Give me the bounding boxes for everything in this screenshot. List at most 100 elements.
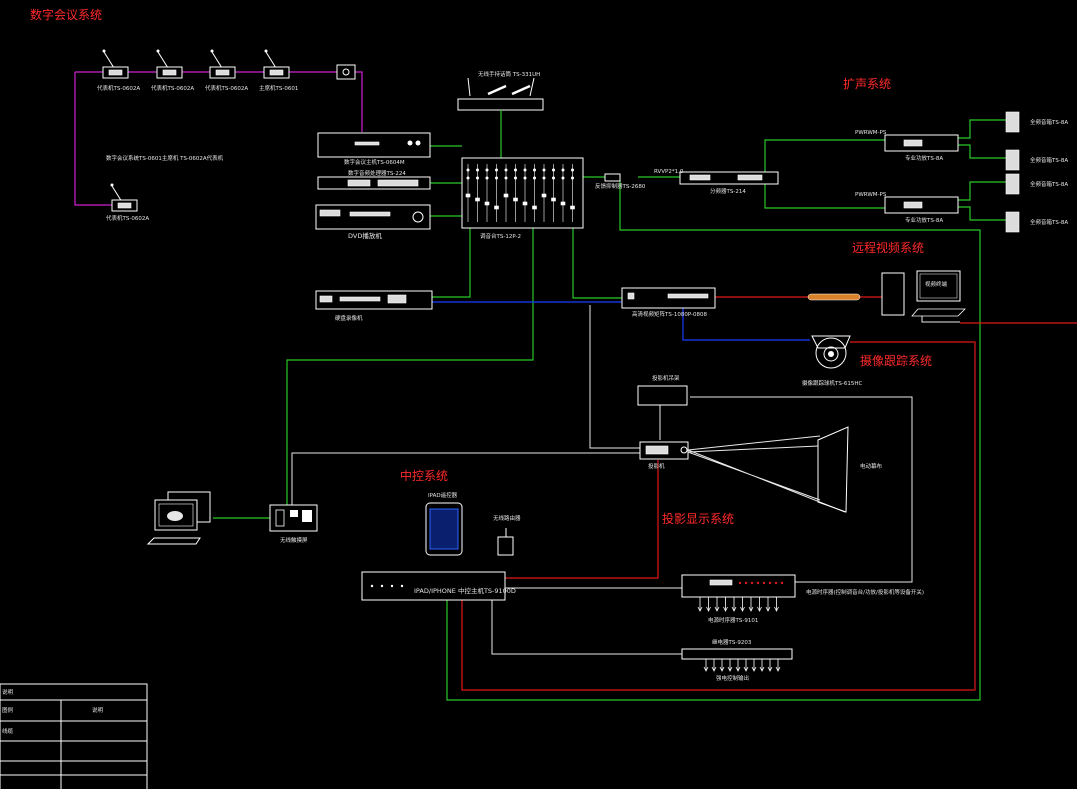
relay-output-arrow <box>735 666 741 672</box>
recorder-label: 硬盘录像机 <box>335 314 363 322</box>
speaker-3: 全频音箱TS-8A <box>1005 173 1068 195</box>
speaker-label: 全频音箱TS-8A <box>1030 180 1068 188</box>
table-cell: 图例 <box>2 706 14 714</box>
speaker-label: 全频音箱TS-8A <box>1030 118 1068 126</box>
timer-indicator <box>774 581 778 585</box>
mixer-fader <box>465 193 471 198</box>
lift-label: 投影机吊架 <box>652 374 680 382</box>
touch-panel: 无线触摸屏 <box>269 504 318 544</box>
tracking-camera: 摄像跟踪球机TS-615HC <box>802 335 862 387</box>
audio-wiring <box>213 119 1006 701</box>
mixer-knob <box>561 168 565 172</box>
chairman-mic: 主席机TS-0601 <box>259 49 298 92</box>
wireless-mic-receiver: 无线手持话筒 TS-331UH <box>457 70 544 111</box>
relay-output-arrow <box>775 666 781 672</box>
feedback-suppressor: 反馈抑制器TS-2680 <box>595 173 646 190</box>
projection-screen: 电动幕布 <box>687 426 883 513</box>
router-label: 无线路由器 <box>493 514 521 522</box>
ipad-remote: IPAD遥控器 <box>425 491 463 556</box>
mixer-fader <box>513 197 518 202</box>
relay-output-arrow <box>767 666 773 672</box>
amp-tag: PWRWM-PS <box>855 192 887 198</box>
timer-output-arrow <box>731 606 737 612</box>
conference-mic-extra: 代表机TS-0602A <box>106 183 149 222</box>
mixer: 调音台TS-12P-2 <box>461 157 584 240</box>
remote-video-title: 远程视频系统 <box>852 240 924 255</box>
table-cell: 线缆 <box>2 727 14 735</box>
mixer-fader <box>541 193 547 198</box>
misc-wiring <box>291 296 960 655</box>
mixer-knob <box>542 176 546 180</box>
relay-output-arrow <box>751 666 757 672</box>
mixer-knob <box>466 168 470 172</box>
crossover: 分频器TS-214 RVVP2*1.0 <box>654 169 779 195</box>
conference-mic-2: 代表机TS-0602A <box>151 49 194 92</box>
speaker-2: 全频音箱TS-8A <box>1005 149 1068 171</box>
mixer-knob <box>494 168 498 172</box>
sound-reinforcement-title: 扩声系统 <box>843 77 891 91</box>
dvd-player: DVD播放机 <box>315 204 431 240</box>
relay-output-arrow <box>743 666 749 672</box>
mixer-fader <box>551 197 556 202</box>
timer-indicator <box>780 581 784 585</box>
mixer-knob <box>532 176 536 180</box>
amp-tag: PWRWM-PS <box>855 130 887 136</box>
feedback-label: 反馈抑制器TS-2680 <box>595 182 646 190</box>
timer-label: 电源时序器TS-9101 <box>708 616 758 624</box>
timer-output-arrow <box>714 606 720 612</box>
speaker-label: 全频音箱TS-8A <box>1030 218 1068 226</box>
power-amp-1: PWRWM-PS 专业功放TS-8A <box>855 130 959 162</box>
conference-host: 数字会议主机TS-0604M <box>317 132 431 166</box>
timer-output-arrow <box>697 606 703 612</box>
video-terminal-pc: 视频终端 <box>881 270 966 317</box>
amp-label: 专业功放TS-8A <box>905 216 943 224</box>
mixer-knob <box>523 168 527 172</box>
terminal-label: 视频终端 <box>925 280 948 288</box>
touch-panel-label: 无线触摸屏 <box>280 536 308 544</box>
mixer-fader <box>494 205 499 210</box>
matrix-label: 高清视频矩阵TS-1080P-0808 <box>632 310 708 318</box>
mixer-knob <box>504 176 508 180</box>
camera-label: 摄像跟踪球机TS-615HC <box>802 379 862 387</box>
mixer-knob <box>485 168 489 172</box>
timer-indicator <box>750 581 754 585</box>
dvd-recorder: 硬盘录像机 <box>315 290 433 322</box>
mixer-knob <box>475 168 479 172</box>
central-control-title: 中控系统 <box>400 468 448 483</box>
video-wire <box>432 301 810 341</box>
conference-mic-1: 代表机TS-0602A <box>97 49 140 92</box>
ipad-label: IPAD遥控器 <box>428 491 458 499</box>
mic-label: 代表机TS-0602A <box>205 84 248 92</box>
mixer-fader <box>532 205 537 210</box>
timer-output-arrow <box>706 606 711 612</box>
relay-output-arrow <box>711 666 717 672</box>
mixer-knob <box>504 168 508 172</box>
mixer-knob <box>523 176 527 180</box>
mixer-knob <box>561 176 565 180</box>
table-title: 说明 <box>2 688 14 696</box>
projector-label: 投影机 <box>648 462 665 470</box>
projector: 投影机 <box>639 441 689 470</box>
mixer-knob <box>570 168 574 172</box>
control-wiring <box>461 296 1077 691</box>
power-timer: 电源时序器TS-9101 电源时序器(控制调音台/功放/投影机等设备开关) <box>681 574 924 624</box>
mixer-knob <box>551 168 555 172</box>
mixer-knob <box>551 176 555 180</box>
timer-indicator <box>756 581 760 585</box>
timer-output-arrow <box>748 606 754 612</box>
projector-lift: 投影机吊架 <box>637 374 688 406</box>
conference-terminator <box>336 64 356 80</box>
cable-label: RVVP2*1.0 <box>654 169 684 175</box>
mixer-fader <box>560 201 566 206</box>
mixer-fader <box>522 201 528 206</box>
mixer-knob <box>485 176 489 180</box>
speaker-4: 全频音箱TS-8A <box>1005 211 1068 233</box>
laptops <box>146 491 211 545</box>
host-label: 数字会议主机TS-0604M <box>344 158 405 166</box>
dvd-label: DVD播放机 <box>348 231 382 240</box>
mic-chain-note: 数字会议系统TS-0601主席机 TS-0602A代表机 <box>106 154 224 162</box>
speaker-label: 全频音箱TS-8A <box>1030 156 1068 164</box>
timer-output-arrow <box>723 606 728 612</box>
mixer-fader <box>570 205 575 210</box>
